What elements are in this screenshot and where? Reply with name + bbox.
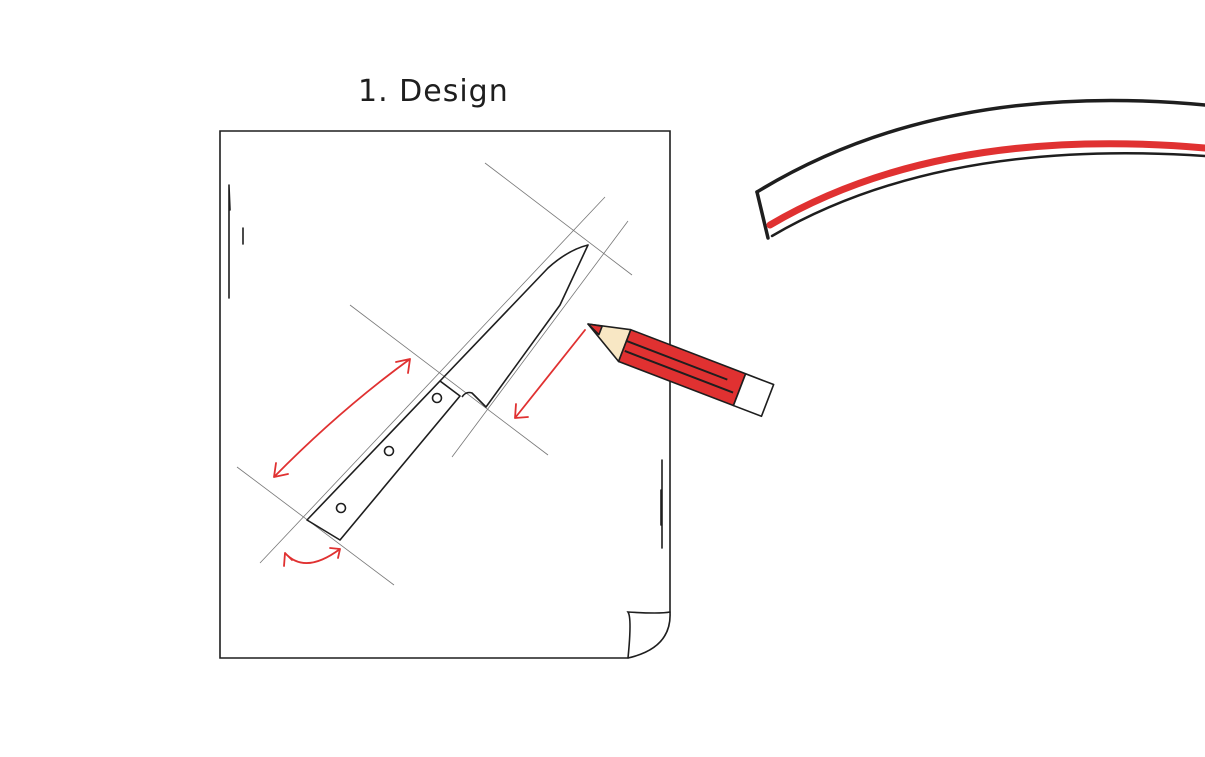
diagram-title: 1. Design bbox=[358, 74, 509, 109]
rivet bbox=[383, 445, 395, 457]
rivet bbox=[335, 502, 347, 514]
construction-lines bbox=[236, 162, 633, 586]
dimension-arrows bbox=[273, 329, 586, 567]
knife-sketch bbox=[306, 244, 589, 541]
red-pencil bbox=[587, 323, 775, 418]
pencil-stroke-arrow bbox=[514, 329, 586, 419]
angle-arrow bbox=[283, 547, 341, 567]
knife-blade bbox=[439, 244, 589, 408]
knife-handle bbox=[306, 380, 461, 541]
paper-sheet bbox=[219, 130, 671, 659]
rivet bbox=[431, 392, 443, 404]
ribbon-stroke bbox=[755, 98, 1205, 240]
length-arrow bbox=[273, 358, 411, 478]
